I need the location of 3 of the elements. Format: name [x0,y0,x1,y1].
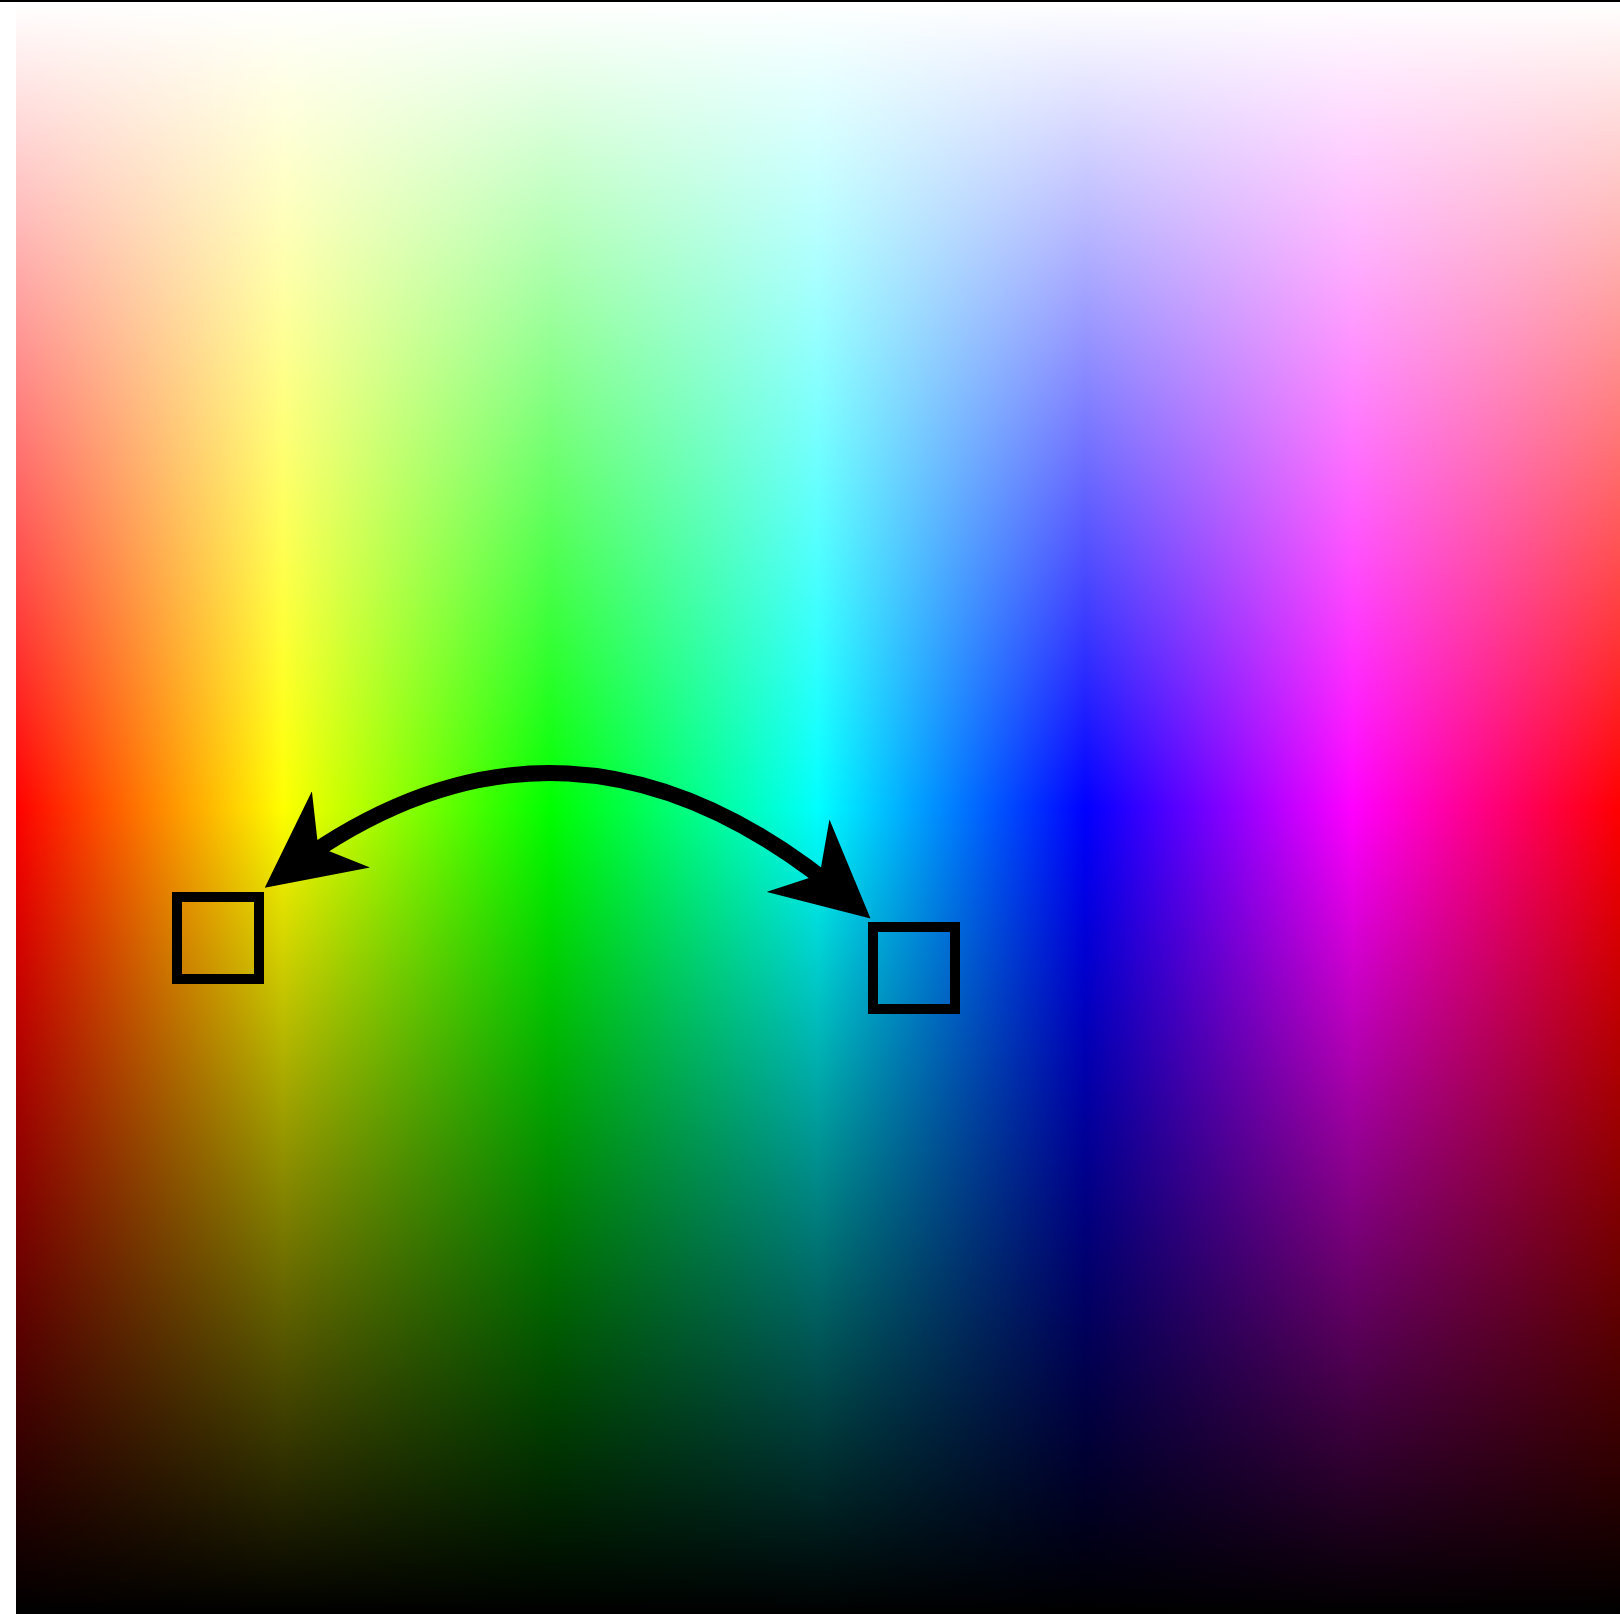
marker-square [868,922,960,1014]
marker-square [172,892,264,984]
double-headed-arrow [264,765,871,918]
